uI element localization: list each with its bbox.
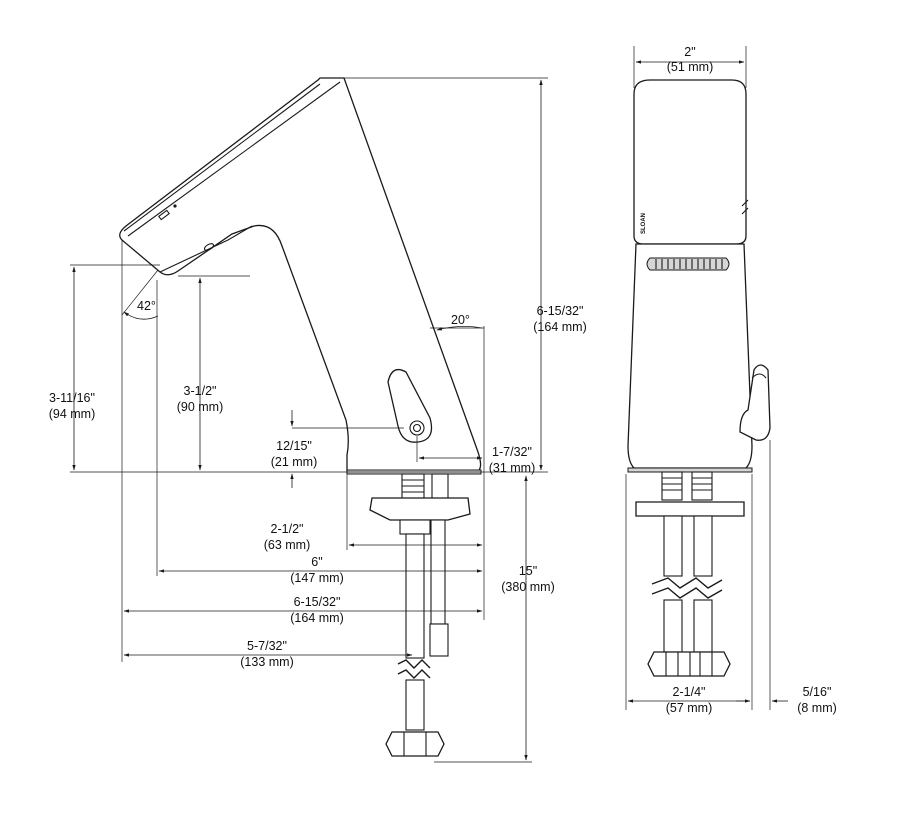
lever-offset-metric: (31 mm) bbox=[489, 461, 536, 475]
angle-20-arc bbox=[436, 326, 483, 331]
supply-hose-lower bbox=[405, 679, 425, 731]
top-width-metric: (51 mm) bbox=[667, 60, 714, 74]
faucet-neck-front bbox=[627, 243, 753, 469]
secondary-hose bbox=[430, 519, 446, 625]
aerator-grid bbox=[655, 259, 723, 269]
outlet-height-metric: (94 mm) bbox=[49, 407, 96, 421]
spout-underside bbox=[159, 225, 253, 273]
outlet-height-imperial: 3-11/16" bbox=[49, 391, 95, 405]
spout-clearance-metric: (90 mm) bbox=[177, 400, 224, 414]
front-hose-right-lower bbox=[693, 599, 713, 653]
front-view: SLOAN 2" (51 mm) 2-1 bbox=[625, 45, 837, 715]
angle-42-arc bbox=[123, 311, 159, 320]
spout-top-edge bbox=[123, 83, 321, 232]
front-lever bbox=[739, 364, 771, 441]
shank-threads bbox=[402, 479, 424, 493]
mounting-bracket bbox=[369, 497, 471, 521]
body-angle-label: 20° bbox=[451, 313, 470, 327]
spout-angle-label: 42° bbox=[137, 299, 156, 313]
sensor-dot bbox=[173, 204, 177, 208]
top-width-imperial: 2" bbox=[684, 45, 695, 59]
aerator-front bbox=[646, 257, 730, 271]
front-threads bbox=[662, 477, 712, 491]
front-hose-left-upper bbox=[663, 515, 683, 577]
faucet-head-front bbox=[633, 79, 747, 245]
base-depth-metric: (63 mm) bbox=[264, 538, 311, 552]
secondary-fitting bbox=[429, 623, 449, 657]
lever-pivot-center bbox=[412, 423, 422, 433]
supply-length-metric: (380 mm) bbox=[501, 580, 554, 594]
lever-cap bbox=[751, 373, 767, 379]
side-view: 6-15/32" (164 mm) 42° 20° 3-11/16" (94 m… bbox=[49, 77, 587, 763]
lever-height-imperial: 12/15" bbox=[276, 439, 312, 453]
base-width-metric: (57 mm) bbox=[666, 701, 713, 715]
supply-hose-upper bbox=[405, 533, 425, 659]
front-shank-right bbox=[691, 471, 713, 501]
front-nut-facets bbox=[665, 652, 713, 676]
reach-to-base-imperial: 6" bbox=[311, 555, 322, 569]
base-depth-imperial: 2-1/2" bbox=[271, 522, 304, 536]
reach-to-base-metric: (147 mm) bbox=[290, 571, 343, 585]
front-shank-left bbox=[661, 471, 683, 501]
bracket-nut bbox=[399, 519, 431, 535]
front-hose-right-upper bbox=[693, 515, 713, 577]
overall-reach-imperial: 6-15/32" bbox=[294, 595, 341, 609]
nut-facets bbox=[403, 732, 427, 756]
break-line-front bbox=[651, 577, 723, 599]
lever-offset-imperial: 1-7/32" bbox=[492, 445, 532, 459]
spout-face-line bbox=[127, 81, 341, 237]
front-hose-left-lower bbox=[663, 599, 683, 653]
sensor-window bbox=[158, 209, 170, 221]
brand-mark: SLOAN bbox=[641, 213, 647, 234]
shank-secondary bbox=[431, 473, 449, 501]
side-lever bbox=[387, 368, 433, 443]
spout-reach-imperial: 5-7/32" bbox=[247, 639, 287, 653]
break-line-side bbox=[397, 659, 431, 679]
lever-projection-metric: (8 mm) bbox=[797, 701, 837, 715]
lever-height-metric: (21 mm) bbox=[271, 455, 318, 469]
spout-clearance-imperial: 3-1/2" bbox=[184, 384, 217, 398]
aerator-outlet bbox=[203, 243, 215, 251]
sensor-marks-front bbox=[741, 199, 749, 215]
height-total-metric: (164 mm) bbox=[533, 320, 586, 334]
lever-pivot bbox=[409, 420, 425, 436]
lever-projection-imperial: 5/16" bbox=[803, 685, 832, 699]
base-width-imperial: 2-1/4" bbox=[673, 685, 706, 699]
height-total-imperial: 6-15/32" bbox=[537, 304, 584, 318]
front-nuts bbox=[647, 651, 731, 677]
front-bracket bbox=[635, 501, 745, 517]
overall-reach-metric: (164 mm) bbox=[290, 611, 343, 625]
front-base-plate bbox=[627, 467, 753, 473]
threaded-shank bbox=[401, 473, 425, 501]
supply-length-imperial: 15" bbox=[519, 564, 537, 578]
spout-reach-metric: (133 mm) bbox=[240, 655, 293, 669]
supply-nut bbox=[385, 731, 445, 757]
